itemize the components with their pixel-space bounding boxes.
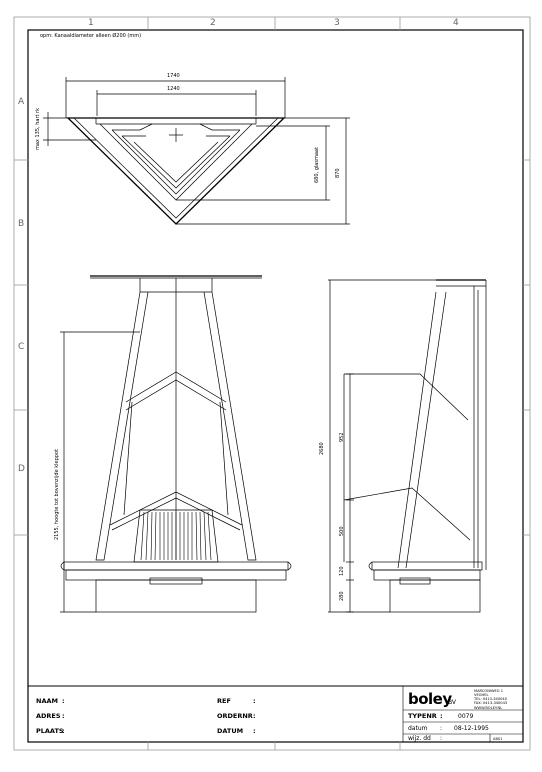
address-line: VEGHEL [474,693,489,698]
dim-upper: 952 [339,432,345,442]
top-view-drawing [43,77,350,225]
address-line: WWW.BOLEY.NL [474,705,503,710]
firebox-grille-stripes [140,511,212,561]
grid-column-label: 4 [453,18,459,28]
datum-label: DATUM [217,727,244,735]
ref-label: REF [217,697,231,705]
outer-frame [13,16,531,751]
dim-middle: 500 [339,526,345,536]
front-view-drawing [60,275,292,613]
naam-colon: : [62,697,65,705]
datum-colon: : [253,727,256,735]
wijz-colon: : [440,735,443,742]
address-line: MARCONIWEG 1 [474,689,504,693]
inner-frame [27,29,524,743]
grid-column-label: 1 [88,18,94,28]
datum2-colon: : [440,725,443,732]
grid-column-label: 2 [210,18,216,28]
dim-lower: 120 [339,566,345,576]
grid-column-label: 3 [334,18,340,28]
grid-row-label: C [18,342,25,352]
brand-logo: boley [408,690,452,708]
grid-row-label: D [18,464,25,474]
dim-inner-width: 1240 [167,86,180,92]
dim-front-height: 2155, hoogte tot bovenzijde kleppot [54,449,60,540]
brand-suffix: BV [448,699,457,706]
plaats-colon: : [62,727,65,735]
top-view-note: opm: Kanaaldiameter alleen Ø200 (mm) [40,33,142,39]
side-view-drawing [328,279,487,613]
company-address: MARCONIWEG 1 VEGHEL TEL: 0413-340040 FAX… [474,689,507,710]
dim-base: 280 [339,591,345,601]
plaats-label: PLAATS [36,727,64,735]
adres-label: ADRES [36,712,61,720]
ref-colon: : [253,697,256,705]
ordernr-label: ORDERNR [217,712,253,720]
datum2-label: datum [408,725,428,732]
title-block-lines [28,685,523,742]
datum2-value: 08-12-1995 [454,725,489,732]
dim-outer-width: 1740 [167,73,180,79]
typenr-colon: : [440,712,443,720]
dim-left-offset: max 135, hart rk [35,108,41,150]
dim-total-height: 2680 [319,442,325,455]
sheet-code: ABS1 [493,737,503,741]
naam-label: NAAM [36,697,58,705]
grid-row-label: B [18,219,25,229]
address-line: TEL: 0413-340040 [474,697,507,702]
typenr-value: 0079 [458,713,474,720]
dim-glass-height: 680, glasmaat [314,147,320,183]
typenr-label: TYPENR [408,712,437,720]
grid-row-label: A [18,97,25,107]
adres-colon: : [62,712,65,720]
wijz-label: wijz. dd [408,735,431,742]
ordernr-colon: : [253,712,256,720]
dim-depth: 870 [335,168,341,178]
address-line: FAX: 0413-340043 [474,701,508,706]
